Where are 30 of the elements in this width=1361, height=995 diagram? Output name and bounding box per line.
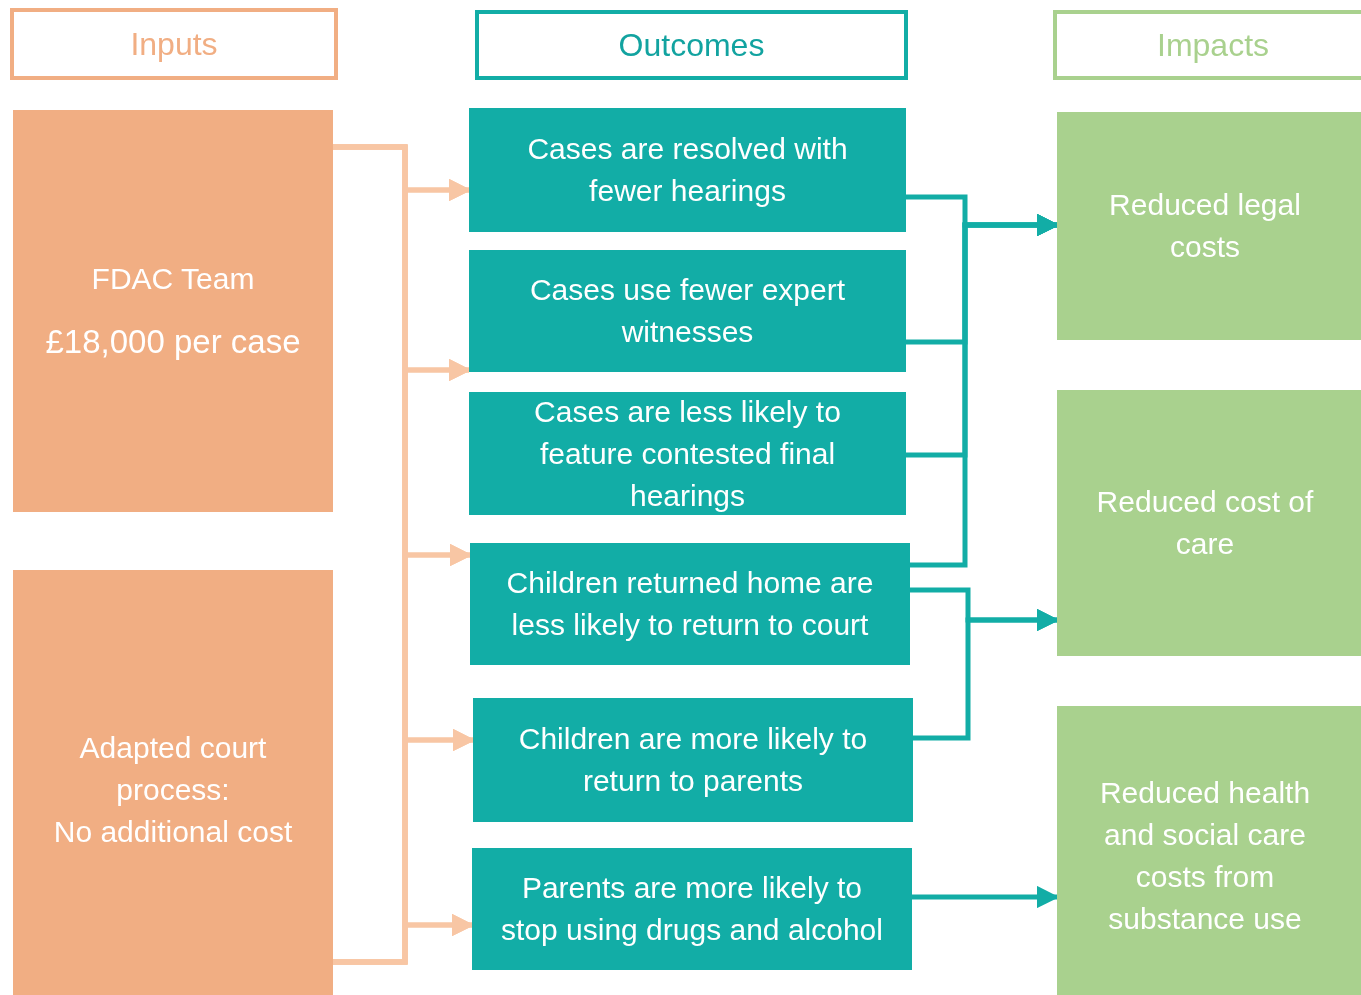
outcome-box xyxy=(473,698,913,822)
box-text: No additional cost xyxy=(53,814,293,850)
outcome-box xyxy=(472,848,912,970)
header-text: Inputs xyxy=(130,25,218,64)
column-header xyxy=(1053,10,1361,80)
outcome-box xyxy=(13,570,333,995)
box-text: Reduced legal costs xyxy=(1108,187,1302,265)
box-text: £18,000 per case xyxy=(45,321,301,362)
box-text: Reduced health and social care costs from substance use xyxy=(1098,775,1312,937)
box-text: Cases are less likely to feature contested final hearings xyxy=(533,393,842,514)
box-text: Children returned home are less likely to return to court xyxy=(505,565,875,643)
column-header xyxy=(475,10,908,80)
outcome-box xyxy=(469,108,906,232)
outcome-box xyxy=(1057,112,1361,340)
header-text: Impacts xyxy=(1157,26,1269,65)
box-text: Children are more likely to return to parents xyxy=(517,721,869,799)
box-text: Cases are resolved with fewer hearings xyxy=(526,131,849,209)
outcome-box xyxy=(1057,706,1361,995)
box-text: Reduced cost of care xyxy=(1095,484,1315,562)
box-text: Adapted court process: xyxy=(78,730,268,808)
outcome-box xyxy=(470,543,910,665)
outcome-box xyxy=(469,250,906,372)
box-text: FDAC Team xyxy=(91,260,255,297)
column-header xyxy=(10,8,338,80)
box-text: Cases use fewer expert witnesses xyxy=(528,272,847,350)
outcome-box xyxy=(469,392,906,515)
outcome-box xyxy=(13,110,333,512)
box-text: Parents are more likely to stop using drugs and alcohol xyxy=(500,870,884,948)
outcome-box xyxy=(1057,390,1361,656)
header-text: Outcomes xyxy=(618,26,765,65)
